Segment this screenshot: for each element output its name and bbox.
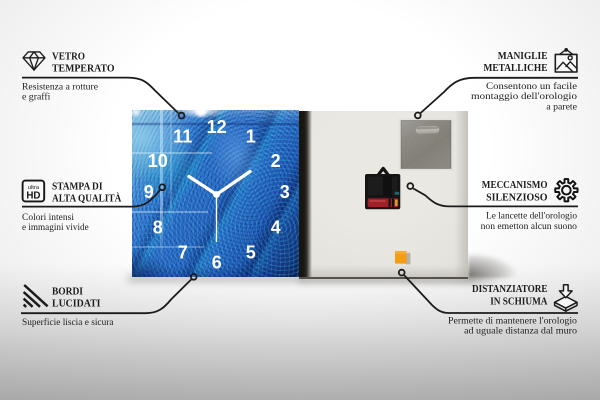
svg-text:Consentono un facile: Consentono un facile [486, 81, 578, 92]
svg-text:2: 2 [271, 151, 281, 171]
svg-text:12: 12 [207, 117, 227, 137]
svg-text:4: 4 [271, 217, 281, 237]
svg-text:6: 6 [212, 253, 222, 273]
svg-text:ultra: ultra [28, 185, 40, 191]
svg-text:5: 5 [246, 242, 256, 262]
svg-text:LUCIDATI: LUCIDATI [52, 298, 101, 309]
svg-text:9: 9 [144, 182, 154, 202]
svg-text:3: 3 [280, 182, 290, 202]
svg-text:SILENZIOSO: SILENZIOSO [486, 193, 547, 204]
svg-text:10: 10 [148, 151, 168, 171]
svg-text:MANIGLIE: MANIGLIE [498, 51, 548, 62]
svg-text:MECCANISMO: MECCANISMO [482, 180, 548, 191]
svg-text:montaggio dell'orologio: montaggio dell'orologio [471, 91, 577, 102]
svg-text:Resistenza a rotture: Resistenza a rotture [22, 81, 99, 92]
svg-text:e immagini vivide: e immagini vivide [22, 222, 89, 233]
svg-text:a parete: a parete [546, 101, 577, 112]
svg-text:ALTA QUALITÀ: ALTA QUALITÀ [52, 192, 122, 204]
svg-text:Superficie liscia e sicura: Superficie liscia e sicura [22, 317, 114, 328]
svg-text:e graffi: e graffi [22, 92, 51, 103]
svg-text:8: 8 [153, 217, 163, 237]
svg-text:7: 7 [178, 242, 188, 262]
svg-text:1: 1 [246, 126, 256, 146]
svg-text:11: 11 [173, 126, 192, 146]
svg-text:ad uguale distanza dal muro: ad uguale distanza dal muro [464, 326, 577, 337]
svg-text:IN SCHIUMA: IN SCHIUMA [490, 297, 548, 308]
svg-text:BORDI: BORDI [52, 286, 83, 297]
svg-text:VETRO: VETRO [52, 51, 85, 62]
svg-text:Le lancette dell'orologio: Le lancette dell'orologio [486, 211, 577, 222]
svg-text:TEMPERATO: TEMPERATO [52, 63, 115, 74]
svg-text:METALLICHE: METALLICHE [484, 63, 548, 74]
svg-text:Colori intensi: Colori intensi [22, 212, 74, 223]
svg-text:STAMPA DI: STAMPA DI [52, 182, 103, 193]
svg-text:DISTANZIATORE: DISTANZIATORE [472, 284, 548, 295]
svg-text:non emetton alcun suono: non emetton alcun suono [481, 221, 577, 232]
svg-text:HD: HD [26, 191, 40, 202]
svg-text:Permette di mantenere l'orolog: Permette di mantenere l'orologio [448, 315, 577, 326]
